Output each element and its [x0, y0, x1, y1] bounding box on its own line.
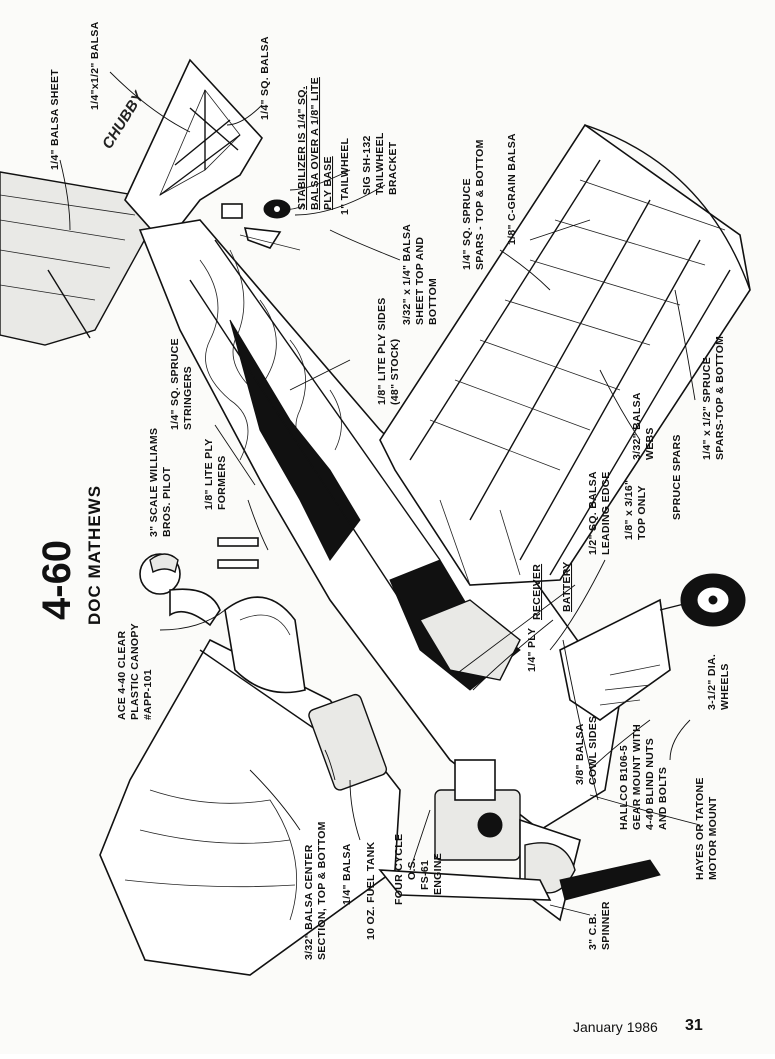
fuselage	[138, 219, 621, 831]
issue-date: January 1986	[573, 1019, 658, 1035]
label-stringers-1: 1/4" SQ. SPRUCE	[169, 338, 181, 430]
label-top-only-2: TOP ONLY	[636, 485, 648, 540]
landing-gear	[559, 573, 746, 721]
label-spruce-spars-1: 1/4" SQ. SPRUCE	[461, 178, 473, 270]
label-balsa-sheet-tb-2: SHEET TOP AND	[414, 237, 426, 325]
label-gear-4: AND BOLTS	[657, 767, 669, 830]
label-balsa-sheet-tb-1: 3/32" x 1/4" BALSA	[401, 224, 413, 325]
label-gear-1: HALLCO B106-5	[618, 745, 630, 830]
label-gear-2: GEAR MOUNT WITH	[631, 724, 643, 830]
label-c-grain: 1/8" C-GRAIN BALSA	[506, 133, 518, 245]
propeller-spinner	[378, 818, 661, 922]
label-spinner-1: 3" C.B.	[587, 913, 599, 950]
label-top-only-1: 1/8" x 3/16"	[623, 480, 635, 540]
label-formers-2: FORMERS	[216, 455, 228, 510]
label-balsa-quarter-half: 1/4"x1/2" BALSA	[89, 21, 101, 110]
label-quarter-balsa: 1/4" BALSA	[341, 843, 353, 905]
label-engine-2: O.S.	[406, 858, 418, 880]
label-stabilizer-1: STABILIZER IS 1/4" SQ.	[296, 86, 308, 210]
label-engine-4: ENGINE	[432, 853, 444, 895]
label-formers-1: 1/8" LITE PLY	[203, 438, 215, 510]
label-motor-mount-2: MOTOR MOUNT	[707, 796, 719, 880]
label-spruce-spars-2: SPARS - TOP & BOTTOM	[474, 139, 486, 270]
label-center-section-1: 3/32" BALSA CENTER	[303, 844, 315, 960]
label-engine-3: FS-61	[419, 860, 431, 890]
label-cowl-1: 3/8" BALSA	[574, 723, 586, 785]
label-spruce-tb-2: SPARS-TOP & BOTTOM	[714, 336, 726, 460]
label-ply-sides-1: 1/8" LITE PLY SIDES	[376, 297, 388, 405]
right-wing	[379, 123, 751, 586]
label-spinner-2: SPINNER	[600, 901, 612, 950]
engine	[434, 759, 521, 861]
label-pilot-2: BROS. PILOT	[161, 466, 173, 537]
label-fuel-tank: 10 OZ. FUEL TANK	[365, 842, 377, 940]
label-leading-edge-1: 1/2" SQ. BALSA	[587, 471, 599, 555]
label-ply: 1/4" PLY	[526, 628, 538, 672]
label-tailwheel: 1" TAILWHEEL	[339, 137, 351, 215]
label-wheels-1: 3-1/2" DIA.	[706, 654, 718, 710]
label-leading-edge-2: LEADING EDGE	[600, 471, 612, 555]
label-battery: BATTERY	[561, 561, 573, 612]
label-engine-1: FOUR CYCLE	[393, 834, 405, 905]
label-stringers-2: STRINGERS	[182, 366, 194, 430]
pilot-figure	[139, 537, 259, 627]
article-title: 4-60 DOC MATHEWS	[35, 485, 104, 625]
horizontal-stabilizer	[0, 171, 151, 346]
label-balsa-webs-1: 3/32" BALSA	[631, 392, 643, 460]
canopy	[224, 596, 306, 694]
label-balsa-webs-2: WEBS	[644, 427, 656, 460]
label-sq-balsa: 1/4" SQ. BALSA	[259, 36, 271, 120]
label-spruce-tb-1: 1/4" x 1/2" SPRUCE	[701, 357, 713, 460]
label-canopy-2: PLASTIC CANOPY	[129, 623, 141, 720]
label-spruce-spars-word: SPRUCE SPARS	[671, 434, 683, 520]
model-name: 4-60	[35, 540, 79, 620]
label-cowl-2: COWL SIDES	[587, 716, 599, 785]
tailwheel	[221, 199, 301, 251]
label-wheels-2: WHEELS	[719, 663, 731, 710]
label-tailwheel-bracket-1: SIG SH-132	[361, 135, 373, 195]
rudder-logo: CHUBBY	[99, 87, 148, 152]
label-center-section-2: SECTION, TOP & BOTTOM	[316, 821, 328, 960]
page-number: 31	[685, 1017, 703, 1034]
label-balsa-sheet: 1/4" BALSA SHEET	[49, 69, 61, 170]
fuel-tank	[308, 693, 388, 791]
label-stabilizer-3: PLY BASE	[322, 156, 334, 210]
label-gear-3: 4-40 BLIND NUTS	[644, 738, 656, 830]
label-receiver: RECEIVER	[531, 564, 543, 620]
label-canopy-1: ACE 4-40 CLEAR	[116, 630, 128, 720]
label-tailwheel-bracket-2: TAILWHEEL	[374, 132, 386, 195]
callout-labels: 1/4" BALSA SHEET 1/4"x1/2" BALSA 1/4" SQ…	[49, 21, 731, 960]
label-stabilizer-2: BALSA OVER A 1/8" LITE	[309, 77, 321, 210]
label-motor-mount-1: HAYES OR TATONE	[694, 777, 706, 880]
label-canopy-3: #APP-101	[142, 669, 154, 720]
leader-lines	[59, 71, 701, 916]
label-balsa-sheet-tb-3: BOTTOM	[427, 278, 439, 325]
label-ply-sides-2: (48" STOCK)	[389, 339, 401, 405]
author-name: DOC MATHEWS	[85, 485, 104, 625]
label-pilot-1: 3" SCALE WILLIAMS	[148, 428, 160, 537]
label-tailwheel-bracket-3: BRACKET	[387, 141, 399, 195]
